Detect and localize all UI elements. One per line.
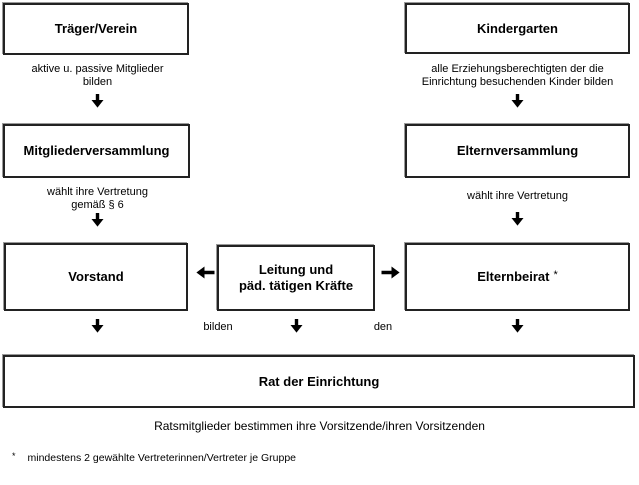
box-rat-label: Rat der Einrichtung: [258, 373, 380, 389]
note-members-form-line2: bilden: [82, 76, 113, 88]
note-members-form: aktive u. passive Mitglieder bilden: [0, 63, 195, 89]
note-bilden: bilden: [188, 321, 248, 334]
box-elternbeirat-footnote-mark: *: [553, 269, 558, 281]
note-den: den: [353, 321, 413, 334]
note-elects-left-line1: wählt ihre Vertretung: [47, 186, 148, 198]
arrow-down-icon: [511, 212, 524, 226]
box-elternbeirat: Elternbeirat *: [405, 243, 630, 311]
box-rat-der-einrichtung: Rat der Einrichtung: [3, 355, 635, 408]
note-elects-right-line1: wählt ihre Vertretung: [467, 190, 568, 202]
box-elternversammlung: Elternversammlung: [405, 124, 630, 178]
rat-caption: Ratsmitglieder bestimmen ihre Vorsitzend…: [0, 419, 639, 433]
box-elternbeirat-labelwrap: Elternbeirat *: [477, 269, 558, 285]
arrow-down-icon: [91, 319, 104, 333]
arrow-down-icon: [91, 213, 104, 227]
arrow-down-icon: [91, 94, 104, 108]
box-vorstand-label: Vorstand: [68, 269, 124, 284]
note-members-form-line1: aktive u. passive Mitglieder: [31, 63, 164, 75]
footnote: * mindestens 2 gewählte Vertreterinnen/V…: [12, 451, 297, 464]
arrow-down-icon: [511, 94, 524, 108]
rat-caption-label: Ratsmitglieder bestimmen ihre Vorsitzend…: [154, 419, 485, 433]
note-elects-left-line2: gemäß § 6: [71, 199, 124, 211]
box-elternbeirat-label: Elternbeirat: [477, 269, 550, 284]
arrow-left-icon: [196, 266, 215, 279]
footnote-marker: *: [12, 451, 16, 461]
box-leitung-label-line1: Leitung und: [258, 262, 334, 277]
arrow-down-icon: [511, 319, 524, 333]
box-elternversammlung-label: Elternversammlung: [456, 143, 579, 158]
footnote-text: mindestens 2 gewählte Vertreterinnen/Ver…: [27, 452, 297, 464]
box-vorstand: Vorstand: [4, 243, 188, 311]
arrow-right-icon: [381, 266, 400, 279]
note-elects-representation-left: wählt ihre Vertretung gemäß § 6: [0, 186, 195, 212]
box-leitung-label-line2: päd. tätigen Kräfte: [238, 278, 354, 293]
note-guardians-form-line1: alle Erziehungsberechtigten der die: [431, 63, 604, 75]
note-guardians-form-line2: Einrichtung besuchenden Kinder bilden: [421, 76, 614, 88]
box-mitgliederversammlung: Mitgliederversammlung: [3, 124, 190, 178]
box-kindergarten: Kindergarten: [405, 3, 630, 54]
note-elects-representation-right: wählt ihre Vertretung: [397, 190, 638, 203]
box-kindergarten-label: Kindergarten: [477, 20, 558, 36]
arrow-down-icon: [290, 319, 303, 333]
note-guardians-form: alle Erziehungsberechtigten der die Einr…: [397, 63, 638, 89]
note-bilden-label: bilden: [203, 321, 233, 333]
note-den-label: den: [373, 321, 393, 333]
box-traeger-verein: Träger/Verein: [3, 3, 189, 55]
box-leitung: Leitung und päd. tätigen Kräfte: [217, 245, 375, 311]
box-mitgliederversammlung-label: Mitgliederversammlung: [23, 143, 170, 158]
box-traeger-verein-label: Träger/Verein: [54, 21, 138, 36]
